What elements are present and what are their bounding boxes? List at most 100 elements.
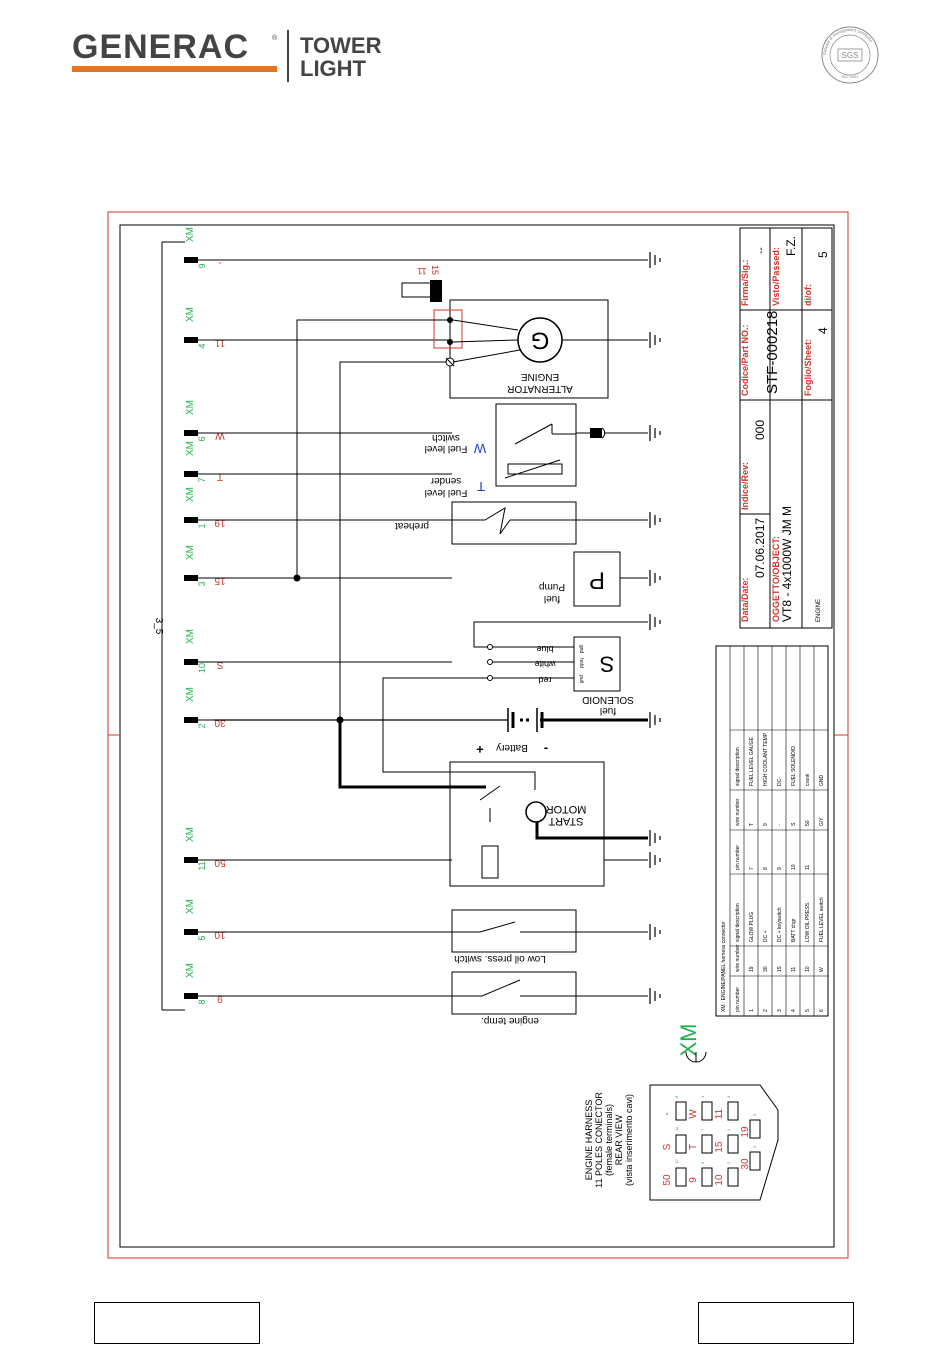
pin-wire: S (662, 1143, 673, 1150)
connector-wire: W (215, 430, 225, 441)
connector-name: XM (185, 400, 196, 415)
pin-number: 11 (674, 1126, 679, 1131)
connector-name: XM (185, 545, 196, 560)
pin-number: 9 (752, 1145, 757, 1148)
connector-pin-cell: 115 (714, 1128, 739, 1154)
ground-symbol (649, 332, 661, 348)
connector-pin-cell: 7T (688, 1128, 713, 1154)
oil-switch-label: Low oil press. switch (454, 953, 546, 964)
connector-terminal (184, 857, 198, 863)
fuel-switch-label-2: switch (432, 432, 460, 443)
pin-number: 1 (726, 1128, 731, 1131)
table-cell: 19 (749, 966, 755, 972)
connector-caption-line: ENGINE HARNESS (584, 1100, 594, 1181)
table-header-cell: wire number (735, 798, 741, 826)
connector-wire: 50 (214, 857, 226, 868)
connector-pin: 8 (197, 999, 207, 1004)
pin-number: 3 (726, 1095, 731, 1098)
pin-wire: 50 (662, 1174, 673, 1186)
ground-symbol (649, 830, 661, 846)
battery-label: Battery (496, 742, 528, 753)
pin-wire: 19 (740, 1126, 751, 1138)
table-cell: 7 (749, 867, 755, 870)
connector-wire: T (217, 471, 223, 482)
connector-wire: S (216, 659, 223, 670)
start-motor: START MOTOR (449, 761, 605, 887)
pin-wire: W (688, 1109, 699, 1119)
solenoid-pin-pull: pull (578, 675, 584, 683)
certification-seal: Sistema di management certificato SGS IS… (821, 26, 879, 84)
alternator-term-top: 11 (417, 266, 426, 276)
table-cell: T (749, 823, 755, 826)
object-label: OGGETTO/OBJECT: (771, 536, 781, 622)
table-cell: 10 (805, 966, 811, 972)
connector-pin-cell: 4W (688, 1095, 713, 1121)
table-cell: 3 (777, 1009, 783, 1012)
table-cell: crank (805, 773, 811, 786)
object-sub: ENGINE (816, 599, 822, 622)
harness-table-caption: XM : ENGINE/PANEL harness connector (721, 921, 727, 1012)
sheet-label: Foglio/Sheet: (803, 339, 813, 396)
start-motor-label-2: MOTOR (546, 803, 587, 815)
connector-name: XM (185, 827, 196, 842)
connector-terminal (184, 993, 198, 999)
table-header-cell: signal description (735, 903, 741, 942)
rev-value: 000 (753, 420, 767, 440)
pin-wire: 30 (740, 1158, 751, 1170)
table-header-cell: wire number (735, 944, 741, 972)
of-label: di/of: (803, 284, 813, 306)
extra-wiring (214, 259, 648, 997)
connector-pin: 11 (197, 861, 207, 870)
generac-logo: GENERAC ® TOWER LIGHT (72, 28, 382, 82)
table-cell: FUEL SOLENOID (791, 746, 797, 786)
pin-number: 2 (726, 1161, 731, 1164)
pin-wire: - (662, 1112, 673, 1115)
title-block: Data/Date: 07.06.2017 Indice/Rev: 000 Co… (739, 227, 833, 629)
pump-label-1: fuel (544, 593, 560, 604)
connector-wire: 10 (214, 929, 226, 940)
table-cell: FUEL LEVEL GAUGE (749, 737, 755, 786)
connector-pin: 10 (197, 663, 207, 673)
table-cell: S (791, 822, 797, 826)
connector-wire: 9 (217, 993, 223, 1004)
connector-pin-cell: 11S (662, 1126, 687, 1154)
pin-number: 4 (700, 1095, 705, 1098)
connector-view-name: XM (676, 1024, 701, 1057)
connector-caption-line: 11 POLES CONECTOR (594, 1092, 604, 1188)
table-cell: 5 (805, 1009, 811, 1012)
brand-name: GENERAC (72, 28, 249, 66)
connector-name: XM (185, 963, 196, 978)
connector-pin: 2 (197, 723, 207, 728)
pin-number: 6 (700, 1161, 705, 1164)
connector-terminal (184, 471, 198, 477)
low-oil-pressure-switch: Low oil press. switch (451, 909, 577, 964)
connector-wire: 11 (214, 337, 225, 348)
solenoid-pin-gnd: gnd (578, 645, 584, 654)
product-line-2: LIGHT (300, 56, 367, 81)
table-cell: 2 (763, 1009, 769, 1012)
connector-terminal (184, 337, 198, 343)
code-label: Codice/Part NO.: (740, 324, 750, 396)
solenoid-wire-white: white (534, 659, 556, 669)
connector-terminal (184, 257, 198, 263)
pump-symbol: P (589, 567, 605, 594)
solenoid-label-2: SOLENOID (582, 694, 634, 705)
connector-pin: 1 (197, 523, 207, 528)
table-cell: GLOW PLUG (749, 912, 755, 942)
connector-name: XM (185, 441, 196, 456)
connector-name: XM (185, 899, 196, 914)
connector-pin: 6 (197, 436, 207, 441)
battery-minus: - (544, 742, 548, 757)
alternator-symbol: G (531, 327, 550, 354)
table-cell: DC- (777, 777, 783, 786)
fuel-pump: P fuel Pump (539, 551, 621, 607)
seal-bottom-text: ISO 9001 (842, 74, 860, 79)
ground-symbols (649, 252, 661, 1004)
